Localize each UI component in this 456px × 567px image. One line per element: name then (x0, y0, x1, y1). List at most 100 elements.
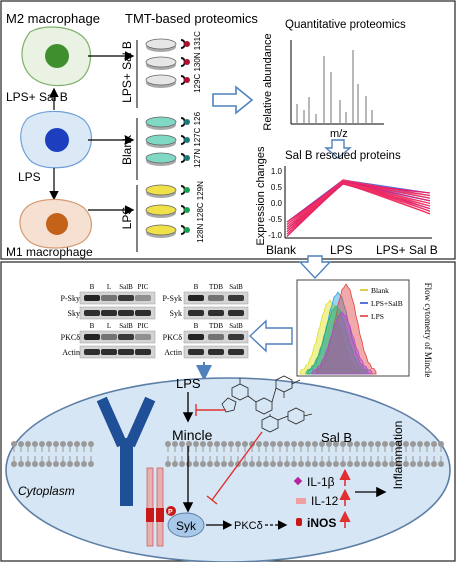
blot-lane-label: SalB (119, 322, 133, 330)
blot-band (84, 295, 100, 301)
blot-band (84, 310, 100, 316)
lipid-head (375, 461, 381, 467)
lipid-head (18, 441, 24, 447)
flow-ylabel: Flow cytometry of Mincle (423, 283, 433, 378)
lipid-head (165, 461, 171, 467)
flow-histogram-curve (305, 305, 367, 375)
lipid-head (235, 441, 241, 447)
lipid-head (25, 441, 31, 447)
lipid-head (347, 441, 353, 447)
lipid-head (319, 441, 325, 447)
dish (145, 204, 177, 218)
cell-body (5, 377, 451, 563)
lipid-head (417, 461, 423, 467)
blot-band (135, 295, 151, 301)
lipid-head (396, 441, 402, 447)
inos-icon (296, 518, 302, 526)
lps-mechanism-label: LPS (176, 376, 201, 391)
cytokines: IL-1β IL-12 iNOS (293, 475, 339, 530)
blot-row-label: P-Syk (162, 294, 182, 303)
lipid-head (53, 461, 59, 467)
arrow-to-validation (298, 255, 332, 280)
lipid-head (221, 461, 227, 467)
blot-lane-label: SalB (229, 283, 243, 291)
lipid-head (396, 461, 402, 467)
blot-band (118, 349, 134, 355)
blot-row-label: P-Sky (60, 294, 80, 303)
blot-band (208, 295, 224, 301)
blot-band (118, 334, 134, 340)
m1-macrophage-cell (19, 198, 92, 249)
quant-title: Quantitative proteomics (285, 19, 406, 31)
tmt-title: TMT-based proteomics (125, 11, 258, 26)
tmt-channel-labels: 127N 127C 126 (193, 111, 202, 168)
lipid-head (207, 461, 213, 467)
blot-lane-label: L (107, 283, 111, 291)
blot-band (228, 334, 244, 340)
lipid-head (431, 441, 437, 447)
lipid-head (193, 441, 199, 447)
inos-label: iNOS (307, 516, 336, 530)
flow-legend-label: LPS+SalB (371, 299, 403, 308)
group-label-blank: Blank (120, 134, 134, 165)
trend-x-lps: LPS (330, 243, 353, 257)
trend-lines (286, 179, 431, 237)
lipid-head (46, 441, 52, 447)
lipid-head (18, 461, 24, 467)
lipid-head (312, 441, 318, 447)
blot-band (135, 334, 151, 340)
blot-strip (79, 345, 156, 359)
lipid-head (172, 461, 178, 467)
lipid-head (263, 461, 269, 467)
il12-label: IL-12 (311, 494, 339, 508)
lipid-head (39, 441, 45, 447)
blot-band (101, 349, 117, 355)
flow-histogram-curve (311, 311, 373, 375)
blot-band (188, 334, 204, 340)
m1-label: M1 macrophage (6, 245, 93, 259)
lipid-head (277, 441, 283, 447)
lipid-head (221, 441, 227, 447)
blot-strip (79, 330, 156, 344)
lipid-head (242, 461, 248, 467)
lipid-head (319, 461, 325, 467)
lipid-head (340, 461, 346, 467)
lipid-head (207, 441, 213, 447)
arrow-to-blots (248, 319, 293, 353)
il12-icon (296, 498, 306, 504)
lipid-head (179, 461, 185, 467)
lipid-head (410, 441, 416, 447)
lipid-head (46, 461, 52, 467)
blot-band (208, 349, 224, 355)
blot-band (208, 334, 224, 340)
dish (145, 38, 177, 52)
lipid-head (11, 461, 17, 467)
lipid-head (340, 441, 346, 447)
tmt-tag (180, 57, 190, 67)
flow-legend-label: LPS (371, 312, 384, 321)
m2-macrophage-cell (21, 26, 92, 87)
syk-label: Syk (176, 519, 197, 533)
lipid-head (214, 441, 220, 447)
trend-x-blank: Blank (266, 243, 297, 257)
lipid-head (305, 461, 311, 467)
blot-band (118, 310, 134, 316)
arrow-to-proteomics (212, 85, 254, 115)
blot-band (188, 295, 204, 301)
lipid-head (375, 441, 381, 447)
lipid-head (165, 441, 171, 447)
blot-lane-label: PIC (138, 283, 149, 291)
inflammation-label: Inflammation (391, 421, 405, 490)
dish (145, 116, 177, 130)
lipid-head (291, 461, 297, 467)
blot-band (228, 349, 244, 355)
blot-lane-label: SalB (119, 283, 133, 291)
phospho-label: P (168, 509, 173, 516)
blot-band (84, 334, 100, 340)
phospho-marker (166, 506, 176, 516)
lipid-head (333, 441, 339, 447)
m2-label: M2 macrophage (6, 11, 100, 26)
mincle-receptor (96, 396, 156, 506)
